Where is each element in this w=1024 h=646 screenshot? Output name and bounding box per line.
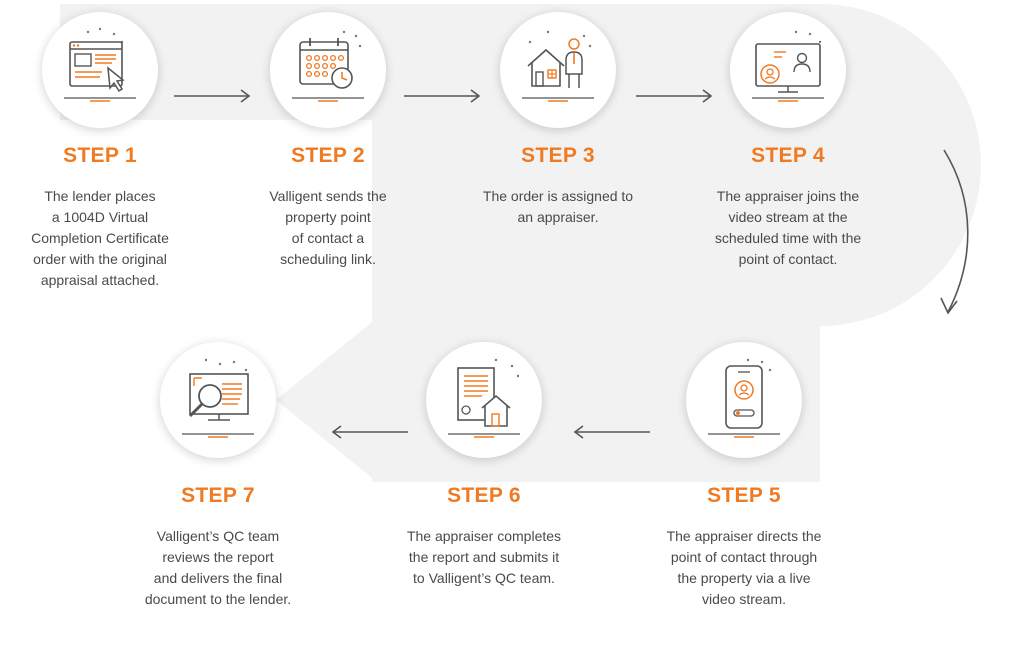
browser-cursor-icon (64, 27, 136, 102)
magnifier-monitor-icon (182, 358, 254, 438)
step-4-badge (730, 12, 846, 128)
step-6-title: STEP 6 (447, 484, 521, 507)
arrow-left-icon (331, 425, 408, 439)
step-7-description: Valligent’s QC team reviews the report a… (144, 528, 292, 607)
arrow-left-icon (573, 425, 650, 439)
arrow-right-icon (404, 89, 481, 103)
report-house-icon (448, 358, 520, 438)
step-4-description: The appraiser joins the video stream at … (714, 188, 862, 267)
step-1-description: The lender places a 1004D Virtual Comple… (31, 188, 169, 288)
step-3-description: The order is assigned to an appraiser. (482, 188, 634, 225)
arrow-right-icon (636, 89, 713, 103)
arrow-right-icon (174, 89, 251, 103)
step-2-badge (270, 12, 386, 128)
calendar-clock-icon (292, 30, 364, 102)
step-2-description: Valligent sends the property point of co… (269, 188, 387, 267)
step-1-title: STEP 1 (63, 144, 137, 167)
step-4-title: STEP 4 (751, 144, 825, 167)
step-7-title: STEP 7 (181, 484, 255, 507)
phone-video-icon (708, 358, 780, 438)
curved-arrow-icon (940, 149, 969, 315)
step-1-badge (42, 12, 158, 128)
step-7-badge (160, 342, 276, 458)
step-3-badge (500, 12, 616, 128)
video-call-monitor-icon (752, 30, 824, 102)
step-6-description: The appraiser completes the report and s… (406, 528, 562, 586)
house-appraiser-icon (522, 30, 594, 102)
step-5-badge (686, 342, 802, 458)
step-5-description: The appraiser directs the point of conta… (666, 528, 822, 607)
step-3-title: STEP 3 (521, 144, 595, 167)
step-5-title: STEP 5 (707, 484, 781, 507)
step-6-badge (426, 342, 542, 458)
step-2-title: STEP 2 (291, 144, 365, 167)
